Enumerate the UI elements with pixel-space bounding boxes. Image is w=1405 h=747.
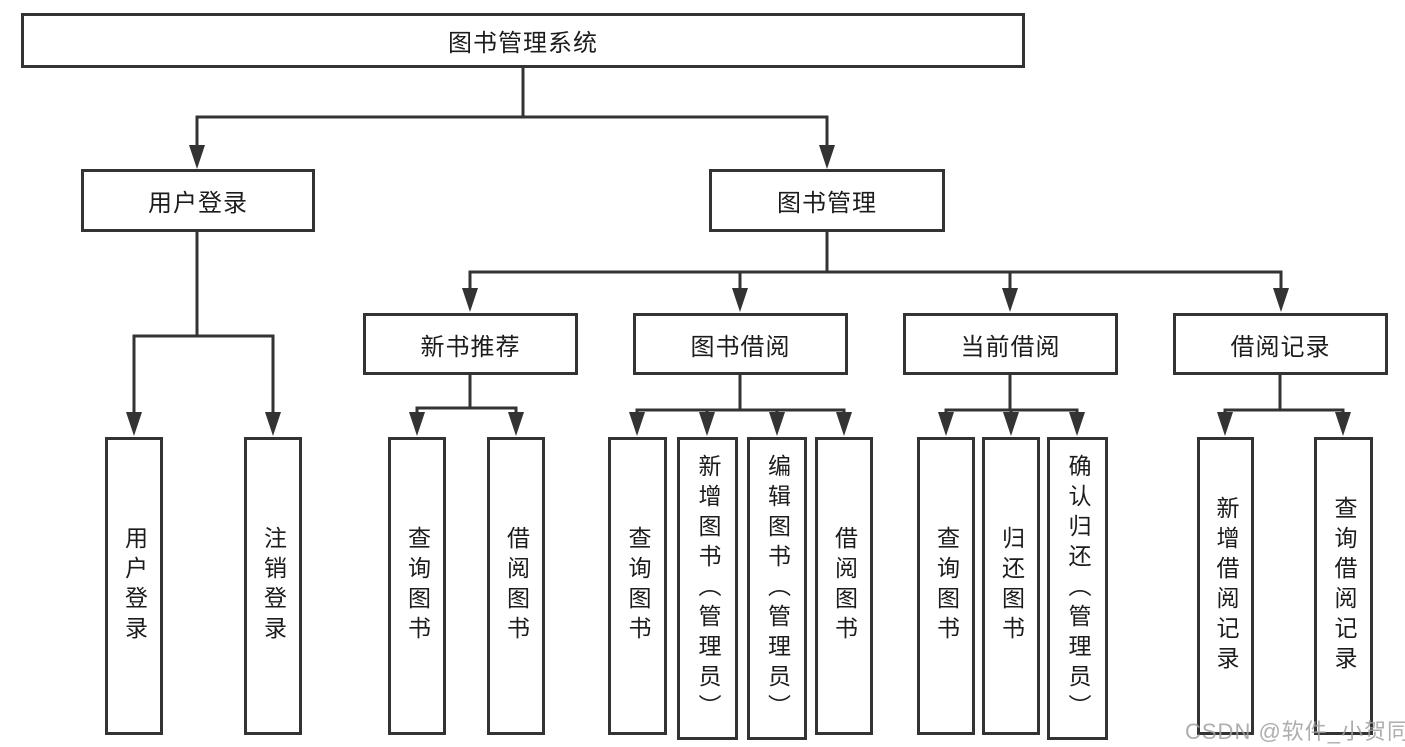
leaf-label: 查询图书	[625, 526, 651, 646]
connector-root-to-level2	[189, 68, 835, 169]
leaf-label: 用户登录	[121, 526, 148, 646]
leaf-label: 新增借阅记录	[1213, 496, 1239, 676]
leaf-logout: 注销登录	[244, 437, 302, 735]
leaf-label: 查询借阅记录	[1331, 496, 1357, 676]
leaf-new-book-query: 查询图书	[388, 437, 446, 735]
connector-borrow-children	[629, 375, 852, 436]
leaf-borrow-query: 查询图书	[608, 437, 667, 735]
connector-book-mgmt-children	[462, 232, 1289, 312]
leaf-label: 注销登录	[260, 526, 287, 646]
leaf-label: 确认归还（管理员）	[1065, 453, 1091, 724]
leaf-label: 借阅图书	[503, 526, 530, 646]
connector-new-book-children	[409, 375, 524, 436]
leaf-label: 查询图书	[404, 526, 431, 646]
leaf-current-query: 查询图书	[917, 437, 975, 735]
leaf-label: 借阅图书	[831, 526, 858, 646]
leaf-label: 编辑图书（管理员）	[764, 453, 791, 724]
leaf-current-return: 归还图书	[982, 437, 1040, 735]
leaf-records-add: 新增借阅记录	[1197, 437, 1254, 735]
node-records: 借阅记录	[1173, 313, 1388, 375]
node-user-login: 用户登录	[81, 169, 315, 232]
connector-current-children	[938, 375, 1085, 436]
node-borrow: 图书借阅	[633, 313, 848, 375]
node-book-mgmt: 图书管理	[709, 169, 945, 232]
leaf-label: 查询图书	[933, 526, 960, 646]
leaf-current-confirm-admin: 确认归还（管理员）	[1047, 437, 1108, 740]
connector-user-login-children	[126, 232, 281, 436]
leaf-user-login: 用户登录	[105, 437, 163, 735]
node-root: 图书管理系统	[21, 13, 1025, 68]
leaf-label: 新增图书（管理员）	[695, 453, 721, 724]
leaf-borrow-book: 借阅图书	[815, 437, 873, 735]
leaf-borrow-add-admin: 新增图书（管理员）	[677, 437, 738, 740]
leaf-borrow-edit-admin: 编辑图书（管理员）	[747, 437, 807, 740]
leaf-new-book-borrow: 借阅图书	[487, 437, 545, 735]
leaf-label: 归还图书	[998, 526, 1025, 646]
connector-records-children	[1217, 375, 1351, 436]
csdn-watermark: CSDN @软件_小贺同学	[1185, 719, 1405, 744]
leaf-records-query: 查询借阅记录	[1314, 437, 1373, 735]
node-current: 当前借阅	[903, 313, 1118, 375]
node-new-book: 新书推荐	[363, 313, 578, 375]
